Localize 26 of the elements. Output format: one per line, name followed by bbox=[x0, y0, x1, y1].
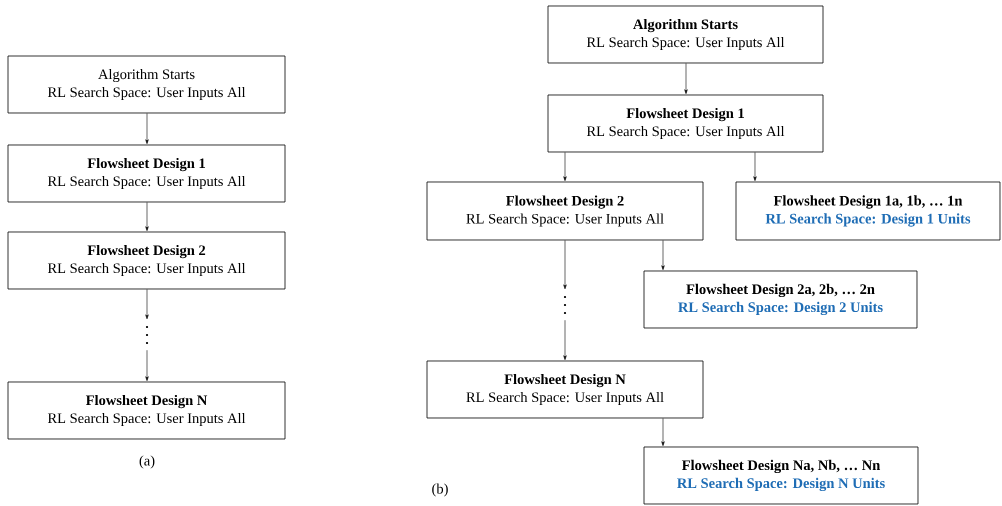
panel-label: (a) bbox=[139, 455, 155, 469]
arrow bbox=[563, 240, 567, 290]
ellipsis-dots bbox=[563, 295, 567, 315]
process-box: Flowsheet Design 1a, 1b, … 1n RL Search Space: Design 1 Units bbox=[735, 181, 1001, 241]
process-box: Flowsheet Design Na, Nb, … Nn RL Search Space: Design N Units bbox=[643, 446, 919, 505]
arrow bbox=[145, 349, 149, 381]
process-box: Algorithm Starts RL Search Space: User Inputs All bbox=[7, 55, 286, 114]
panel-label: (b) bbox=[432, 483, 448, 497]
arrow bbox=[145, 289, 149, 320]
process-box: Flowsheet Design 1 RL Search Space: User Inputs All bbox=[7, 144, 286, 203]
process-box: Flowsheet Design 2a, 2b, … 2n RL Search Space: Design 2 Units bbox=[643, 270, 918, 329]
arrow bbox=[684, 63, 688, 94]
process-box: Flowsheet Design N RL Search Space: User Inputs All bbox=[7, 381, 286, 440]
process-box: Algorithm Starts RL Search Space: User Inputs All bbox=[547, 5, 824, 64]
arrow bbox=[563, 319, 567, 360]
process-box: Flowsheet Design 2 RL Search Space: User Inputs All bbox=[7, 231, 286, 290]
arrow bbox=[661, 418, 665, 446]
arrow bbox=[661, 240, 665, 270]
arrow bbox=[753, 152, 757, 181]
process-box: Flowsheet Design N RL Search Space: User Inputs All bbox=[426, 360, 704, 419]
arrow bbox=[145, 113, 149, 144]
process-box: Flowsheet Design 2 RL Search Space: User Inputs All bbox=[426, 181, 704, 241]
arrow bbox=[563, 152, 567, 181]
arrow bbox=[145, 202, 149, 231]
process-box: Flowsheet Design 1 RL Search Space: User Inputs All bbox=[547, 94, 824, 153]
ellipsis-dots bbox=[145, 325, 149, 345]
